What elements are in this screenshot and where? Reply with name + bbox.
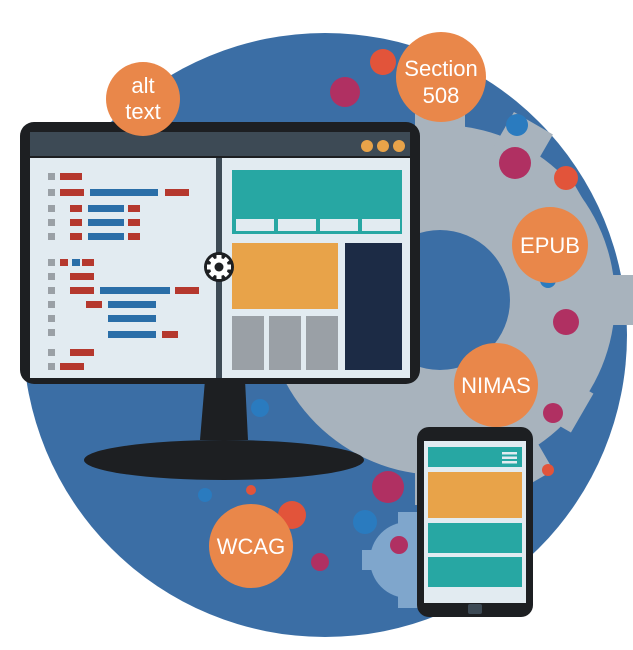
preview-orange-block: [232, 243, 338, 309]
code-lines: [48, 173, 199, 370]
epub-bubble: EPUB: [512, 207, 588, 283]
svg-text:text: text: [125, 99, 160, 124]
phone-header: [428, 447, 522, 467]
preview-sidebar-block: [345, 243, 402, 370]
svg-text:Section: Section: [404, 56, 477, 81]
phone-orange-block: [428, 472, 522, 518]
section-508-bubble: Section 508: [396, 32, 486, 122]
svg-text:508: 508: [423, 83, 460, 108]
svg-text:WCAG: WCAG: [217, 534, 285, 559]
svg-text:EPUB: EPUB: [520, 233, 580, 258]
window-dot-2: [377, 140, 389, 152]
alt-text-bubble: alt text: [106, 62, 180, 136]
svg-text:NIMAS: NIMAS: [461, 373, 531, 398]
wcag-bubble: WCAG: [209, 504, 293, 588]
menu-icon: [502, 452, 517, 464]
smartphone: [417, 427, 533, 617]
nimas-bubble: NIMAS: [454, 343, 538, 427]
window-dot-3: [393, 140, 405, 152]
website-preview: [232, 170, 402, 370]
window-dot-1: [361, 140, 373, 152]
gear-icon: [204, 252, 234, 282]
svg-text:alt: alt: [131, 73, 154, 98]
monitor-stand: [84, 380, 364, 480]
